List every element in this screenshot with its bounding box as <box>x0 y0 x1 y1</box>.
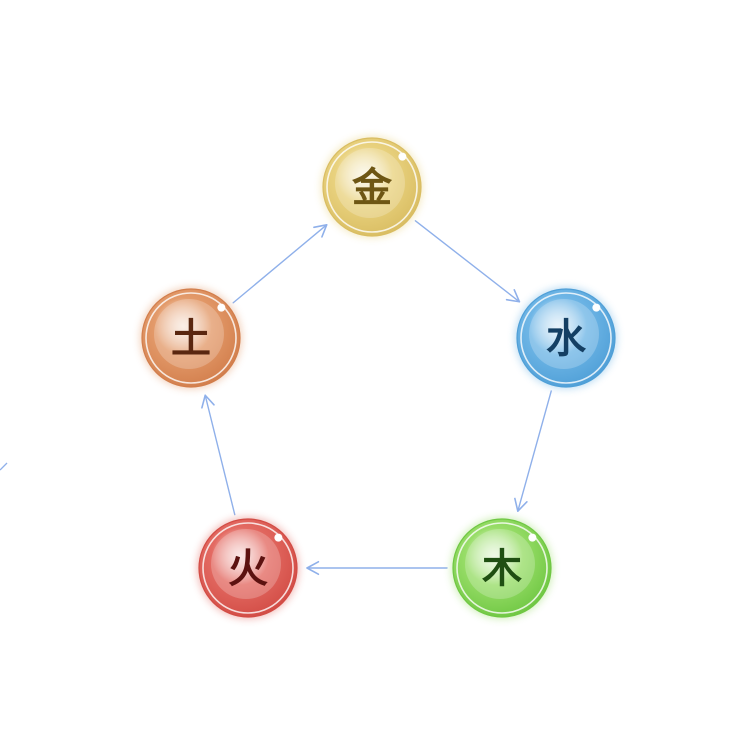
edge-water-to-wood <box>514 390 552 512</box>
edge-metal-to-water <box>414 220 521 303</box>
edge-earth-to-metal <box>232 223 328 304</box>
arrowhead-water <box>505 289 521 303</box>
arrowhead-metal <box>313 223 328 238</box>
stray-edge-stub <box>0 462 8 471</box>
node-fire: 火 <box>197 517 299 619</box>
edges-layer <box>201 220 552 576</box>
node-label-water: 水 <box>546 316 587 362</box>
node-earth: 土 <box>140 287 242 389</box>
edge-fire-to-earth <box>201 394 236 516</box>
arrowhead-fire <box>306 560 320 576</box>
node-wood: 木 <box>451 517 553 619</box>
edge-wood-to-fire <box>306 560 448 576</box>
node-water: 水 <box>515 287 617 389</box>
nodes-layer: 金水木 火 土 <box>140 136 617 619</box>
node-metal: 金 <box>321 136 423 238</box>
arrowhead-earth <box>201 394 215 409</box>
node-label-fire: 火 <box>228 546 268 592</box>
node-label-wood: 木 <box>482 546 522 592</box>
node-label-metal: 金 <box>351 165 393 211</box>
node-label-earth: 土 <box>171 316 211 362</box>
arrowhead-wood <box>514 497 528 512</box>
